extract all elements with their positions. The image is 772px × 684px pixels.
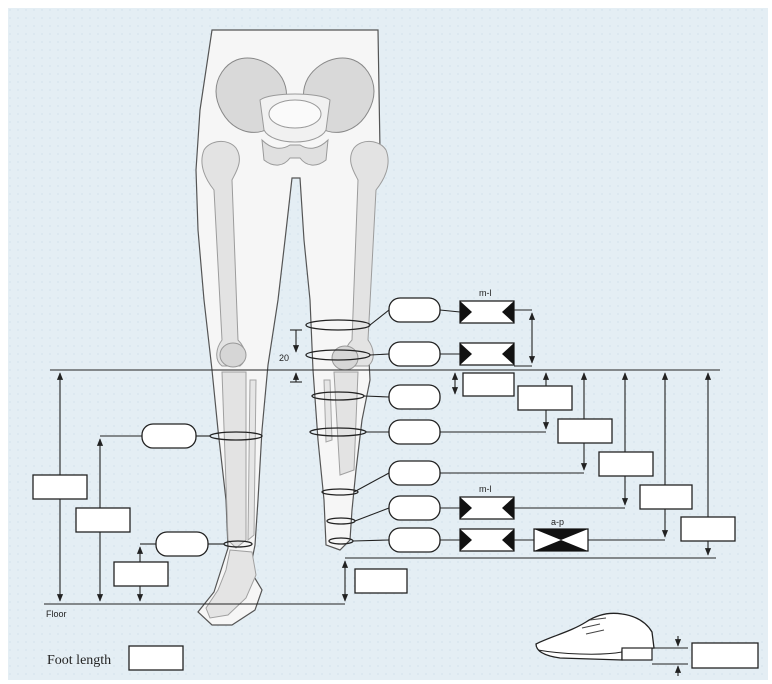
height-value-box-5[interactable] — [681, 517, 735, 541]
left-height-box-2[interactable] — [76, 508, 130, 532]
ml-label-lower: m-l — [479, 484, 492, 494]
floor-label: Floor — [46, 609, 67, 619]
knee-circumference-field[interactable] — [389, 342, 440, 366]
knee-gap-value-box[interactable] — [463, 373, 514, 396]
left-calf-circumference-field[interactable] — [142, 424, 196, 448]
caliper-icon — [460, 343, 514, 365]
height-value-box-1[interactable] — [518, 386, 572, 410]
left-height-box-1[interactable] — [33, 475, 87, 499]
foot-length-label: Foot length — [47, 653, 111, 668]
thigh-circumference-field[interactable] — [389, 298, 440, 322]
height-value-box-2[interactable] — [558, 419, 612, 443]
ml-label-upper: m-l — [479, 288, 492, 298]
caliper-icon — [460, 529, 514, 551]
caliper-icon — [460, 497, 514, 519]
stump-circumference-field-2[interactable] — [389, 496, 440, 520]
left-patella-bone — [220, 343, 246, 367]
right-fibula-stump-bone — [324, 380, 332, 442]
height-value-box-3[interactable] — [599, 452, 653, 476]
foot-length-box[interactable] — [129, 646, 183, 670]
left-ankle-circumference-field[interactable] — [156, 532, 208, 556]
stump-floor-box[interactable] — [355, 569, 407, 593]
below-knee-circumference-field-2[interactable] — [389, 420, 440, 444]
heel-height-box[interactable] — [692, 643, 758, 668]
stump-circumference-field-1[interactable] — [389, 461, 440, 485]
caliper-icon — [460, 301, 514, 323]
height-value-box-4[interactable] — [640, 485, 692, 509]
below-knee-circumference-field-1[interactable] — [389, 385, 440, 409]
ap-label: a-p — [551, 517, 564, 527]
offset-20-label: 20 — [279, 353, 289, 363]
left-height-box-3[interactable] — [114, 562, 168, 586]
stump-circumference-field-3[interactable] — [389, 528, 440, 552]
ap-caliper-icon — [534, 529, 588, 551]
